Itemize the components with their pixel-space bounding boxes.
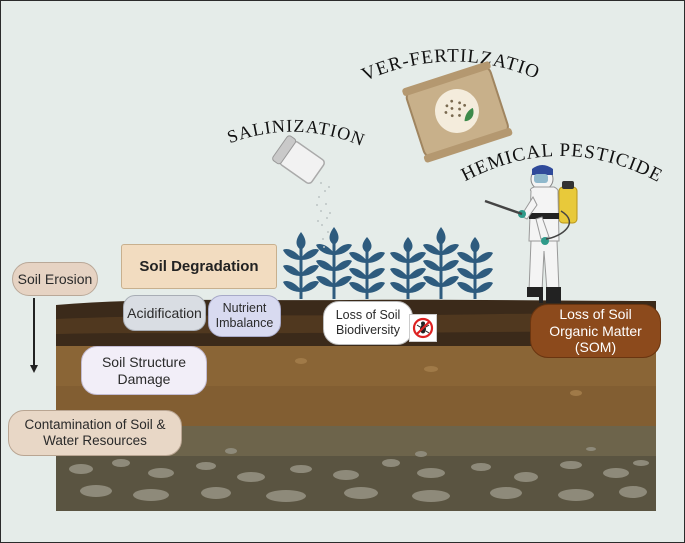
plant [316, 227, 352, 299]
soil-degradation-box: Soil Degradation [121, 244, 277, 289]
no-bug-icon [409, 314, 437, 342]
loss-of-soil-organic-matter-box: Loss of Soil Organic Matter (SOM) [530, 304, 661, 358]
nutrient-imbalance-box: Nutrient Imbalance [208, 295, 281, 337]
fertilizer-bag-icon [402, 61, 513, 163]
acidification-label: Acidification [127, 304, 202, 321]
loss-of-soil-organic-matter-label: Loss of Soil Organic Matter (SOM) [549, 305, 642, 356]
contamination-box: Contamination of Soil & Water Resources [8, 410, 182, 456]
soil-structure-damage-box: Soil Structure Damage [81, 346, 207, 395]
loss-of-soil-biodiversity-box: Loss of Soil Biodiversity [323, 301, 413, 345]
plant [390, 237, 426, 299]
nutrient-imbalance-label: Nutrient Imbalance [215, 301, 274, 330]
soil-structure-damage-label: Soil Structure Damage [101, 353, 187, 387]
contamination-label: Contamination of Soil & Water Resources [24, 416, 166, 448]
farmer-sprayer-icon [484, 165, 578, 303]
plant [349, 237, 385, 299]
plant [423, 227, 459, 299]
plant [457, 237, 493, 299]
soil-layers [56, 299, 656, 511]
rock-layer-dark [56, 456, 656, 511]
soil-erosion-label: Soil Erosion [17, 270, 93, 287]
crop-plants [283, 227, 493, 299]
soil-degradation-label: Soil Degradation [139, 257, 259, 275]
subsoil-lower [56, 386, 656, 426]
acidification-box: Acidification [123, 295, 206, 331]
loss-of-soil-biodiversity-label: Loss of Soil Biodiversity [335, 308, 401, 337]
soil-erosion-box: Soil Erosion [12, 262, 98, 296]
soil-pebbles [69, 358, 649, 502]
arrow-down-icon [30, 298, 38, 373]
plant [283, 232, 319, 299]
salt-shaker-icon [272, 135, 331, 248]
